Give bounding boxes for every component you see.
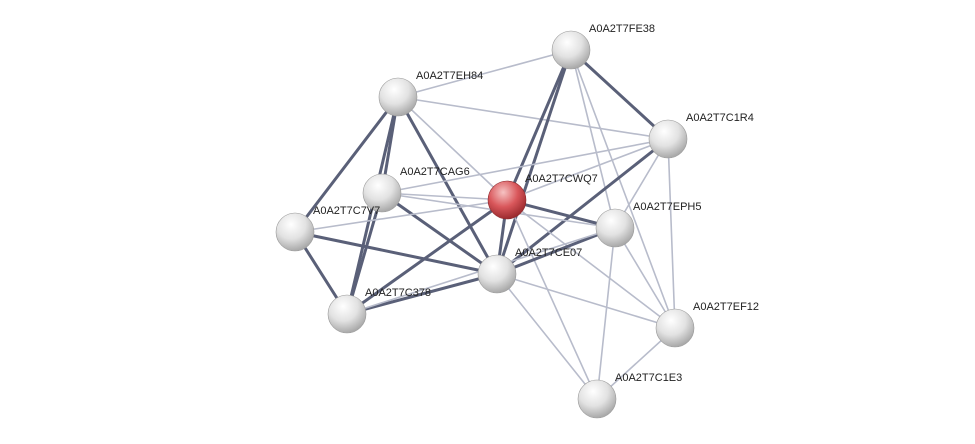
edge-a0a2t7cag6-a0a2t7ce07 xyxy=(380,191,499,276)
node-a0a2t7fe38[interactable] xyxy=(551,30,591,70)
edge-a0a2t7fe38-a0a2t7ce07 xyxy=(495,48,573,276)
edge-a0a2t7ce07-a0a2t7c1e3 xyxy=(496,273,598,400)
edge-a0a2t7c7v7-a0a2t7ce07 xyxy=(293,230,499,276)
edge-a0a2t7cwq7-a0a2t7ef12 xyxy=(506,199,676,329)
node-label-a0a2t7cag6: A0A2T7CAG6 xyxy=(400,166,470,178)
node-label-a0a2t7eh84: A0A2T7EH84 xyxy=(416,70,483,82)
node-a0a2t7c1r4[interactable] xyxy=(648,119,688,159)
edge-a0a2t7eph5-a0a2t7ef12 xyxy=(614,227,676,329)
node-label-a0a2t7ce07: A0A2T7CE07 xyxy=(515,247,582,259)
node-label-a0a2t7c1e3: A0A2T7C1E3 xyxy=(615,372,682,384)
edge-a0a2t7ce07-a0a2t7eph5 xyxy=(495,226,617,276)
edge-a0a2t7fe38-a0a2t7cwq7 xyxy=(505,48,573,202)
edge-a0a2t7eph5-a0a2t7c1e3 xyxy=(596,227,616,400)
edge-a0a2t7cag6-a0a2t7cwq7 xyxy=(381,192,508,201)
edge-a0a2t7eh84-a0a2t7ce07 xyxy=(396,95,499,276)
node-label-a0a2t7eph5: A0A2T7EPH5 xyxy=(633,201,701,213)
node-label-a0a2t7c1r4: A0A2T7C1R4 xyxy=(686,112,754,124)
node-label-a0a2t7fe38: A0A2T7FE38 xyxy=(589,23,655,35)
node-a0a2t7cwq7[interactable] xyxy=(487,180,527,220)
node-a0a2t7ce07[interactable] xyxy=(477,254,517,294)
node-label-a0a2t7ef12: A0A2T7EF12 xyxy=(693,301,759,313)
edge-a0a2t7eh84-a0a2t7c1r4 xyxy=(397,96,669,140)
edge-a0a2t7ce07-a0a2t7ef12 xyxy=(496,273,676,329)
edge-a0a2t7fe38-a0a2t7eph5 xyxy=(570,49,616,229)
nodes-layer xyxy=(275,30,695,419)
edge-a0a2t7c1r4-a0a2t7cwq7 xyxy=(506,138,669,201)
node-a0a2t7eph5[interactable] xyxy=(595,208,635,248)
node-a0a2t7c7v7[interactable] xyxy=(275,212,315,252)
node-label-a0a2t7cwq7: A0A2T7CWQ7 xyxy=(525,173,598,185)
edge-a0a2t7c1r4-a0a2t7ef12 xyxy=(667,138,676,329)
edge-a0a2t7c1r4-a0a2t7ce07 xyxy=(495,137,670,276)
edge-a0a2t7eh84-a0a2t7c7v7 xyxy=(293,95,400,234)
edge-a0a2t7cwq7-a0a2t7c1e3 xyxy=(506,199,598,400)
node-label-a0a2t7c378: A0A2T7C378 xyxy=(365,287,431,299)
node-a0a2t7eh84[interactable] xyxy=(378,77,418,117)
edge-a0a2t7cwq7-a0a2t7c378 xyxy=(345,198,509,316)
edge-a0a2t7c7v7-a0a2t7cwq7 xyxy=(294,199,508,233)
edge-a0a2t7eh84-a0a2t7fe38 xyxy=(397,49,572,98)
node-a0a2t7cag6[interactable] xyxy=(362,173,402,213)
edge-a0a2t7cag6-a0a2t7c378 xyxy=(345,191,384,316)
edge-a0a2t7fe38-a0a2t7ef12 xyxy=(570,49,676,329)
edge-a0a2t7ce07-a0a2t7c378 xyxy=(345,272,499,316)
edge-a0a2t7fe38-a0a2t7c1r4 xyxy=(569,48,670,141)
edge-a0a2t7eh84-a0a2t7cwq7 xyxy=(397,96,508,201)
node-a0a2t7ef12[interactable] xyxy=(655,308,695,348)
node-a0a2t7c378[interactable] xyxy=(327,294,367,334)
node-label-a0a2t7c7v7: A0A2T7C7V7 xyxy=(313,205,380,217)
edge-a0a2t7c1r4-a0a2t7cag6 xyxy=(381,138,669,194)
labels-layer: A0A2T7FE38A0A2T7EH84A0A2T7C1R4A0A2T7CAG6… xyxy=(313,23,759,384)
node-a0a2t7c1e3[interactable] xyxy=(577,379,617,419)
